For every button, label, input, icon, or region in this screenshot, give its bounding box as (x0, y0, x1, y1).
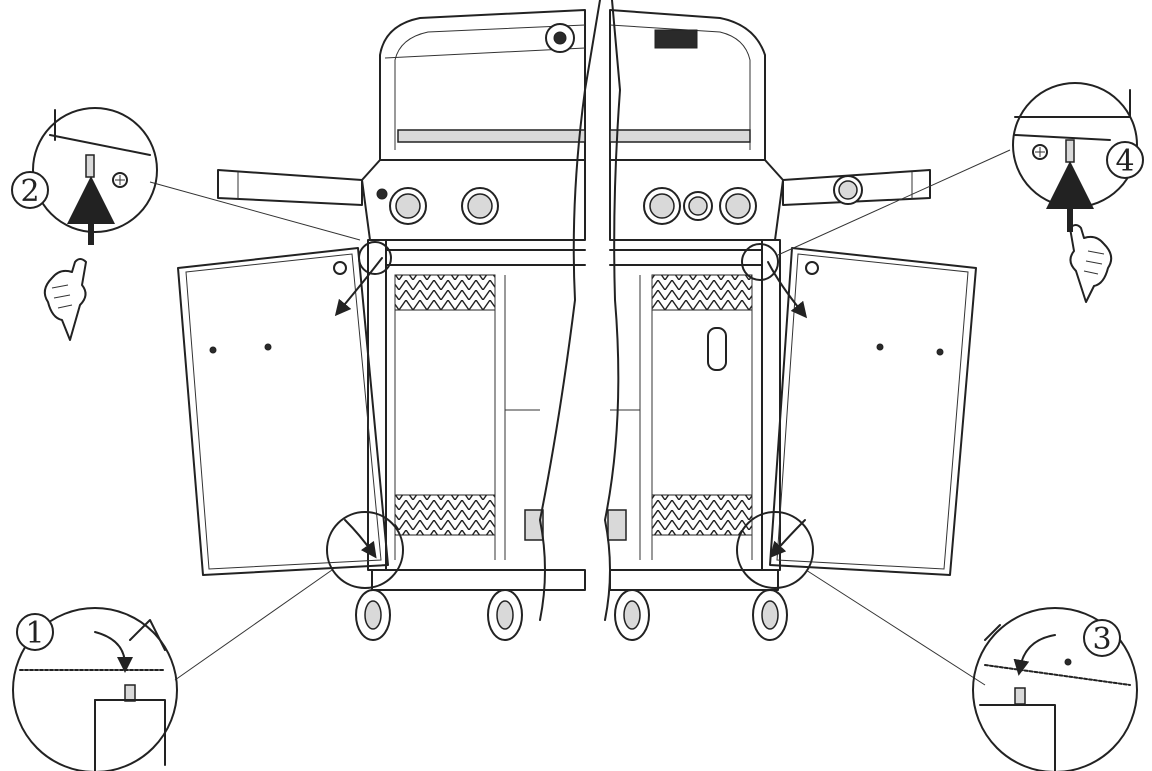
hinge-highlight-top-left (358, 241, 392, 275)
detail-step-2 (32, 107, 158, 245)
hinge-pin-icon (1014, 687, 1026, 705)
brand-badge (654, 29, 698, 49)
rotate-arrow-icon (767, 261, 808, 319)
rotate-arrow-icon (344, 519, 377, 559)
caster-wheel-1 (355, 589, 391, 641)
step-badge-1 (16, 613, 54, 651)
grill-left-half (217, 9, 586, 641)
right-side-shelf (782, 169, 931, 206)
step-number-1: 1 (25, 616, 44, 651)
step-badge-2 (11, 171, 49, 209)
break-line-left (539, 0, 601, 621)
right-door-panel (769, 247, 977, 576)
step-badge-3 (1083, 619, 1121, 657)
detail-step-3 (972, 607, 1138, 771)
hinge-highlight-bottom-right (736, 511, 814, 589)
left-door-panel (177, 247, 389, 576)
control-knob-3 (643, 187, 681, 225)
break-line-right (604, 0, 621, 621)
left-side-shelf (217, 169, 363, 206)
igniter-button (376, 188, 388, 200)
rotate-arrow-icon (334, 257, 383, 317)
grill-right-half (607, 9, 931, 641)
hinge-pin-icon (85, 154, 95, 178)
hinge-highlight-top-right (741, 243, 779, 281)
step-badge-4 (1106, 141, 1144, 179)
caster-wheel-3 (614, 589, 650, 641)
control-knob-5 (719, 187, 757, 225)
caster-wheel-4 (752, 589, 788, 641)
control-knob-4 (683, 191, 713, 221)
hinge-pin-icon (124, 684, 136, 702)
detail-step-1 (12, 607, 178, 771)
step-number-2: 2 (20, 174, 39, 209)
step-number-4: 4 (1115, 144, 1134, 179)
hinge-highlight-bottom-left (326, 511, 404, 589)
detail-step-4 (1012, 82, 1138, 232)
rotate-arrow-icon (94, 631, 133, 673)
step-number-3: 3 (1092, 622, 1111, 657)
side-burner-knob (833, 175, 863, 205)
thumbs-up-icon (1069, 224, 1113, 303)
hinge-pin-icon (1065, 139, 1075, 163)
control-knob-2 (461, 187, 499, 225)
thumbs-up-icon (43, 258, 87, 341)
caster-wheel-2 (487, 589, 523, 641)
control-knob-1 (389, 187, 427, 225)
door-handle (707, 327, 727, 371)
rotate-arrow-icon (1013, 634, 1056, 676)
